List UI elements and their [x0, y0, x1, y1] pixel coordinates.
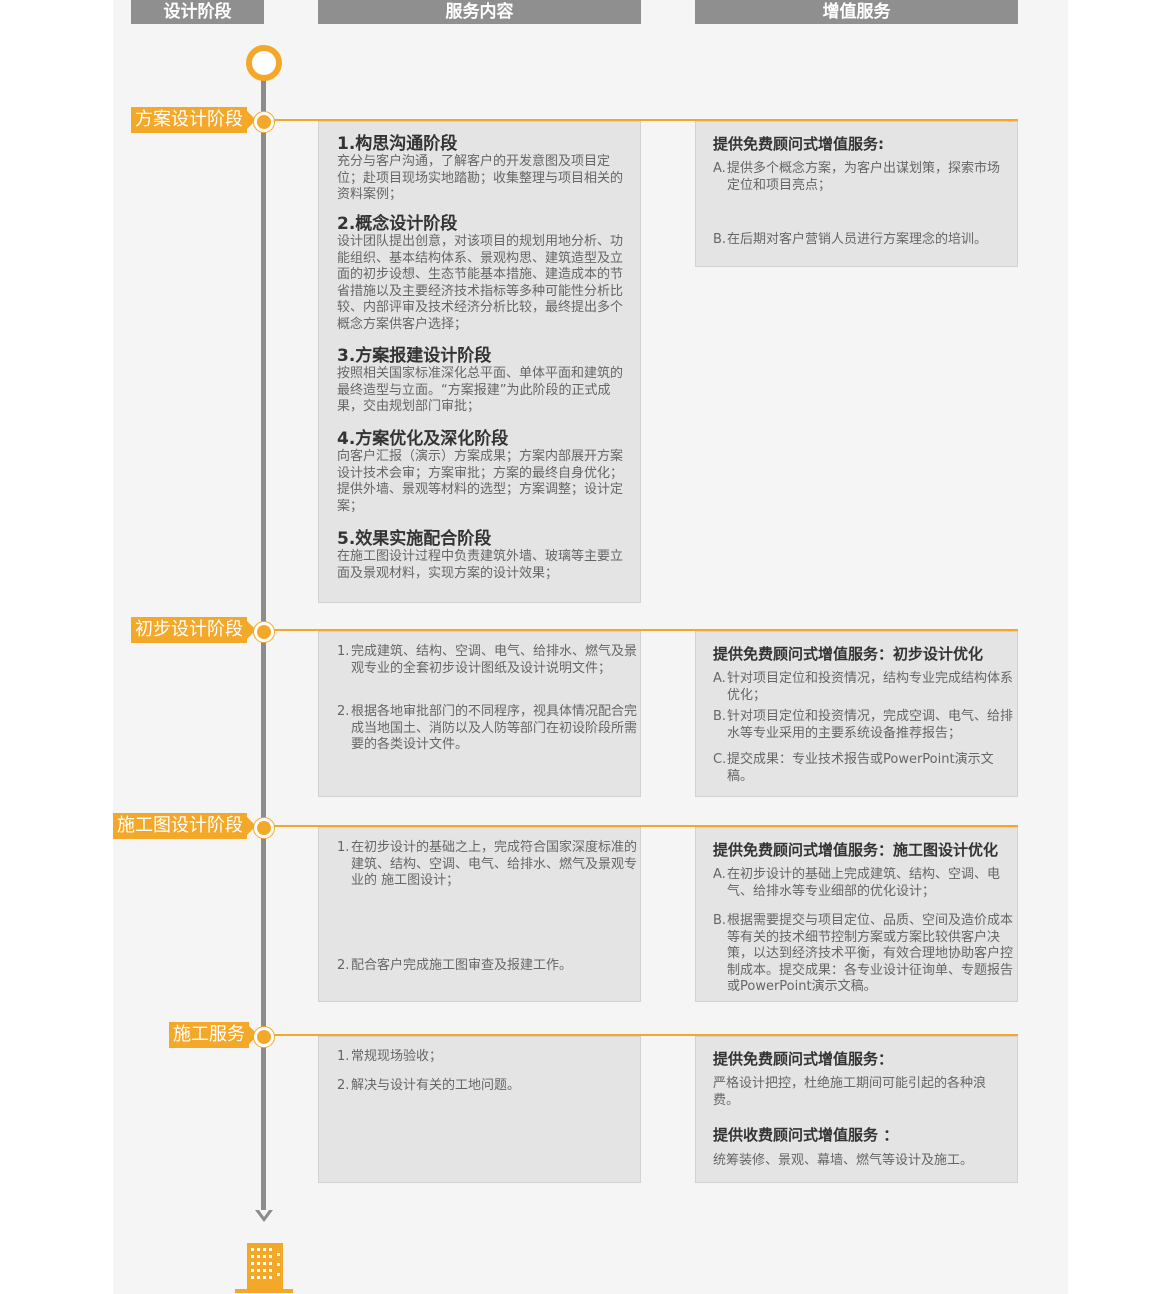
value-title: 提供免费顾问式增值服务：初步设计优化 — [713, 645, 984, 663]
value-item: A.针对项目定位和投资情况，结构专业完成结构体系优化； — [713, 671, 1014, 703]
value-item: A.在初步设计的基础上完成建筑、结构、空调、电气、给排水等专业细部的优化设计； — [713, 867, 1001, 899]
section-title: 1.构思沟通阶段 — [337, 134, 458, 154]
stage-label-construction-drawing: 施工图设计阶段 — [113, 813, 256, 839]
construction-service-box: 1.在初步设计的基础之上，完成符合国家深度标准的建筑、结构、空调、电气、给排水、… — [318, 827, 641, 1002]
section-title: 5.效果实施配合阶段 — [337, 529, 492, 549]
section-body: 按照相关国家标准深化总平面、单体平面和建筑的最终造型与立面。“方案报建”为此阶段… — [337, 366, 624, 414]
timeline-node-icon — [254, 112, 274, 132]
timeline-start-ring-icon — [246, 45, 282, 81]
scheme-section: 3.方案报建设计阶段 按照相关国家标准深化总平面、单体平面和建筑的最终造型与立面… — [337, 346, 629, 416]
stage-divider — [264, 119, 1018, 121]
stage-divider — [264, 825, 1018, 827]
value-paid-text: 统筹装修、景观、幕墙、燃气等设计及施工。 — [713, 1153, 974, 1168]
value-item: C.提交成果：专业技术报告或PowerPoint演示文稿。 — [713, 752, 994, 784]
scheme-section: 4.方案优化及深化阶段 向客户汇报（演示）方案成果；方案内部展开方案设计技术会审… — [337, 429, 629, 515]
header-service: 服务内容 — [318, 0, 641, 24]
section-title: 3.方案报建设计阶段 — [337, 346, 492, 366]
prelim-service-box: 1.完成建筑、结构、空调、电气、给排水、燃气及景观专业的全套初步设计图纸及设计说… — [318, 631, 641, 797]
section-body: 充分与客户沟通，了解客户的开发意图及项目定位；赴项目现场实地踏勘；收集整理与项目… — [337, 154, 624, 202]
value-free-title: 提供免费顾问式增值服务： — [713, 1050, 894, 1068]
service-item: 1.在初步设计的基础之上，完成符合国家深度标准的建筑、结构、空调、电气、给排水、… — [337, 840, 638, 888]
section-body: 向客户汇报（演示）方案成果；方案内部展开方案设计技术会审；方案审批；方案的最终自… — [337, 449, 624, 514]
scheme-section: 5.效果实施配合阶段 在施工图设计过程中负责建筑外墙、玻璃等主要立面及景观材料，… — [337, 529, 629, 582]
stage-divider — [264, 1034, 1018, 1036]
section-body: 在施工图设计过程中负责建筑外墙、玻璃等主要立面及景观材料，实现方案的设计效果； — [337, 549, 624, 581]
header-stage: 设计阶段 — [131, 0, 264, 24]
section-body: 设计团队提出创意，对该项目的规划用地分析、功能组织、基本结构体系、景观构思、建筑… — [337, 234, 624, 332]
timeline-node-icon — [254, 818, 274, 838]
stage-label-scheme: 方案设计阶段 — [131, 107, 256, 133]
building-icon — [247, 1243, 283, 1289]
building-base — [235, 1289, 293, 1293]
value-title: 提供免费顾问式增值服务: — [713, 135, 884, 153]
service-item: 2.根据各地审批部门的不同程序，视具体情况配合完成当地国土、消防以及人防等部门在… — [337, 704, 638, 752]
value-title: 提供免费顾问式增值服务：施工图设计优化 — [713, 841, 999, 859]
value-item: B.在后期对客户营销人员进行方案理念的培训。 — [713, 232, 988, 247]
scheme-value-box: 提供免费顾问式增值服务: A.提供多个概念方案，为客户出谋划策，探索市场定位和项… — [695, 121, 1018, 267]
section-title: 4.方案优化及深化阶段 — [337, 429, 509, 449]
scheme-section: 2.概念设计阶段 设计团队提出创意，对该项目的规划用地分析、功能组织、基本结构体… — [337, 214, 629, 333]
construction-value-box: 提供免费顾问式增值服务：施工图设计优化 A.在初步设计的基础上完成建筑、结构、空… — [695, 827, 1018, 1002]
service-item: 2.配合客户完成施工图审查及报建工作。 — [337, 958, 573, 973]
site-service-box: 1.常规现场验收； 2.解决与设计有关的工地问题。 — [318, 1036, 641, 1183]
scheme-section: 1.构思沟通阶段 充分与客户沟通，了解客户的开发意图及项目定位；赴项目现场实地踏… — [337, 134, 629, 204]
service-item: 1.常规现场验收； — [337, 1049, 443, 1064]
timeline-line — [261, 80, 266, 1213]
timeline-node-icon — [254, 622, 274, 642]
prelim-value-box: 提供免费顾问式增值服务：初步设计优化 A.针对项目定位和投资情况，结构专业完成结… — [695, 631, 1018, 797]
value-item: A.提供多个概念方案，为客户出谋划策，探索市场定位和项目亮点； — [713, 161, 1001, 193]
stage-divider — [264, 629, 1018, 631]
value-item: B.针对项目定位和投资情况，完成空调、电气、给排水等专业采用的主要系统设备推荐报… — [713, 709, 1014, 741]
service-item: 1.完成建筑、结构、空调、电气、给排水、燃气及景观专业的全套初步设计图纸及设计说… — [337, 644, 638, 676]
value-free-text: 严格设计把控，杜绝施工期间可能引起的各种浪费。 — [713, 1076, 987, 1108]
service-item: 2.解决与设计有关的工地问题。 — [337, 1078, 521, 1093]
stage-label-site-service: 施工服务 — [169, 1022, 258, 1048]
timeline-node-icon — [254, 1027, 274, 1047]
section-title: 2.概念设计阶段 — [337, 214, 458, 234]
value-paid-title: 提供收费顾问式增值服务 ： — [713, 1126, 899, 1144]
site-value-box: 提供免费顾问式增值服务： 严格设计把控，杜绝施工期间可能引起的各种浪费。 提供收… — [695, 1036, 1018, 1183]
scheme-service-box: 1.构思沟通阶段 充分与客户沟通，了解客户的开发意图及项目定位；赴项目现场实地踏… — [318, 121, 641, 603]
stage-label-preliminary: 初步设计阶段 — [131, 617, 256, 643]
value-item: B.根据需要提交与项目定位、品质、空间及造价成本等有关的技术细节控制方案或方案比… — [713, 913, 1014, 994]
header-value: 增值服务 — [695, 0, 1018, 24]
